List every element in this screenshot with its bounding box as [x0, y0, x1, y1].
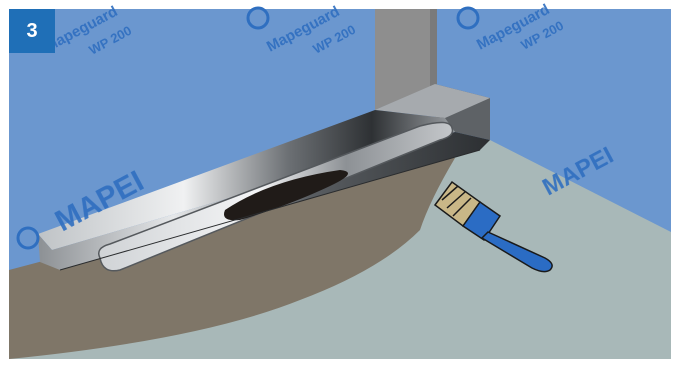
wall-corner-shade — [430, 9, 437, 86]
step-number-badge: 3 — [9, 9, 55, 53]
